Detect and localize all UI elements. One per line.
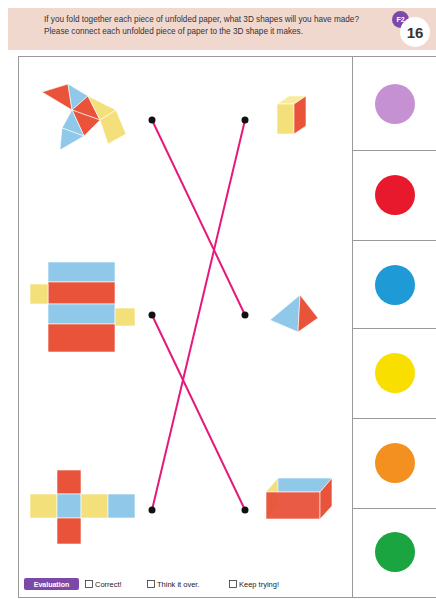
cube-net: [30, 470, 135, 544]
header-band: If you fold together each piece of unfol…: [8, 8, 436, 50]
drawing-part: [277, 104, 294, 134]
drawing-part: [375, 532, 415, 572]
drawing-part: [375, 175, 415, 215]
drawing-part: [152, 315, 245, 510]
cube-shape: [277, 96, 306, 134]
drawing-part: [81, 494, 108, 518]
answer-lines: [152, 120, 245, 510]
drawing-part: [48, 304, 115, 324]
drawing-part: [242, 312, 249, 319]
drawing-part: [352, 508, 436, 509]
drawing-part: [60, 128, 84, 150]
node-text: 16: [407, 25, 424, 40]
drawing-part: [294, 96, 306, 134]
evaluation-tag: Evaluation: [24, 578, 79, 590]
drawing-part: [270, 295, 300, 332]
drawing-part: [57, 518, 81, 544]
drawing-part: [48, 262, 115, 282]
drawing-part: [152, 120, 245, 510]
drawing-part: [352, 150, 436, 151]
checkbox-caption: Think it over.: [157, 580, 200, 589]
drawing-part: [42, 84, 72, 110]
drawing-part: [149, 312, 156, 319]
drawing-part: [352, 418, 436, 419]
drawing-part: [320, 478, 332, 519]
drawing-part: [352, 240, 436, 241]
drawing-part: [48, 282, 115, 304]
prism-net: [30, 262, 135, 352]
drawing-part: [108, 494, 135, 518]
drawing-part: [57, 470, 81, 494]
node-text: Evaluation: [34, 581, 69, 588]
drawing-part: [375, 265, 415, 305]
drawing-part: [19, 57, 436, 598]
drawing-part: [352, 328, 436, 329]
drawing-part: [30, 284, 48, 304]
connection-dots: [149, 117, 249, 514]
drawing-part: [86, 581, 93, 588]
drawing-part: [352, 56, 353, 597]
drawing-part: [115, 308, 135, 326]
drawing-part: [148, 581, 155, 588]
checkbox-caption: Keep trying!: [239, 580, 279, 589]
checkbox-caption: Correct!: [95, 580, 122, 589]
page-number: 16: [400, 17, 430, 47]
drawing-part: [152, 120, 245, 315]
panel-frame: [19, 56, 436, 598]
drawing-part: [30, 494, 57, 518]
drawing-part: [48, 324, 115, 352]
drawing-part: [149, 117, 156, 124]
pyramid-net: [42, 84, 126, 150]
drawing-part: [375, 353, 415, 393]
pyramid-shape: [270, 295, 318, 332]
drawing-part: [298, 295, 318, 332]
drawing-part: [375, 443, 415, 483]
prism-shape: [266, 478, 332, 519]
drawing-part: [242, 507, 249, 514]
drawing-part: [100, 110, 126, 144]
drawing-part: [266, 492, 320, 519]
node-text: If you fold together each piece of unfol…: [44, 14, 362, 38]
drawing-part: [149, 507, 156, 514]
drawing-part: [242, 117, 249, 124]
drawing-part: [57, 494, 81, 518]
drawing-part: [230, 581, 237, 588]
colour-circles: [375, 84, 415, 572]
drawing-part: [375, 84, 415, 124]
